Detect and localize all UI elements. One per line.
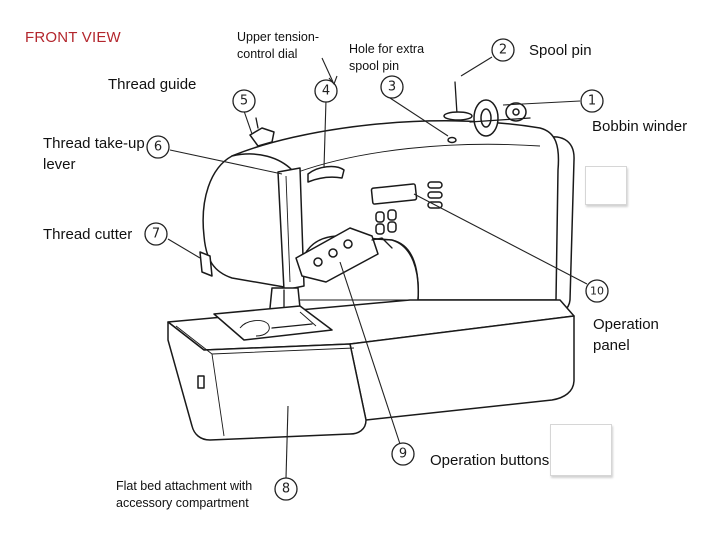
label-take-up-lever-line1: Thread take-up [43,135,145,152]
label-flat-bed-line2: accessory compartment [116,496,249,510]
label-operation-buttons: Operation buttons [430,452,550,469]
callout-2-number: 2 [499,43,507,58]
callout-10-number: 10 [590,285,604,298]
callout-7-number: 7 [152,227,160,242]
label-hole-extra-spool: Hole for extra spool pin [349,41,424,75]
label-thread-cutter: Thread cutter [43,226,133,243]
callout-9: 9 [391,442,415,466]
callout-3: 3 [380,75,404,99]
label-flat-bed: Flat bed attachment with accessory compa… [116,478,252,512]
callout-6: 6 [146,135,170,159]
callout-5: 5 [232,89,256,113]
callout-6-number: 6 [154,140,162,155]
callout-3-number: 3 [388,80,396,95]
label-upper-tension: Upper tension- control dial [237,29,319,63]
blank-box-top [585,166,627,205]
label-thread-guide: Thread guide [108,76,197,93]
callout-7: 7 [144,222,168,246]
callout-4: 4 [314,79,338,103]
callout-8: 8 [274,477,298,501]
spool-pin-shape [454,81,458,115]
label-take-up-lever-line2: lever [43,156,76,173]
callout-9-number: 9 [399,447,407,462]
label-spool-pin: Spool pin [529,42,592,59]
label-upper-tension-line2: control dial [237,47,298,61]
label-upper-tension-line1: Upper tension- [237,30,319,44]
callout-1: 1 [580,89,604,113]
callout-2: 2 [491,38,515,62]
page-title: FRONT VIEW [25,29,121,46]
label-hole-extra-spool-line1: Hole for extra [349,42,425,56]
label-flat-bed-line1: Flat bed attachment with [116,479,253,493]
machine-body [199,81,575,327]
label-take-up-lever: Thread take-up lever [43,133,145,175]
callout-5-number: 5 [240,94,248,109]
label-hole-extra-spool-line2: spool pin [349,59,400,73]
label-bobbin-winder: Bobbin winder [592,118,688,135]
head-shell [202,153,297,289]
tension-dial [307,165,345,183]
callout-1-number: 1 [588,94,596,109]
label-operation-panel-line2: panel [593,337,630,354]
label-operation-panel: Operation panel [593,314,659,356]
callout-4-number: 4 [322,84,330,99]
label-operation-panel-line1: Operation [593,316,659,333]
flat-bed-attachment [167,321,367,441]
callout-8-number: 8 [282,482,290,497]
callout-10: 10 [585,279,609,303]
blank-box-bottom [550,424,612,476]
machine-bed [167,299,575,441]
leader-lines [167,56,588,479]
